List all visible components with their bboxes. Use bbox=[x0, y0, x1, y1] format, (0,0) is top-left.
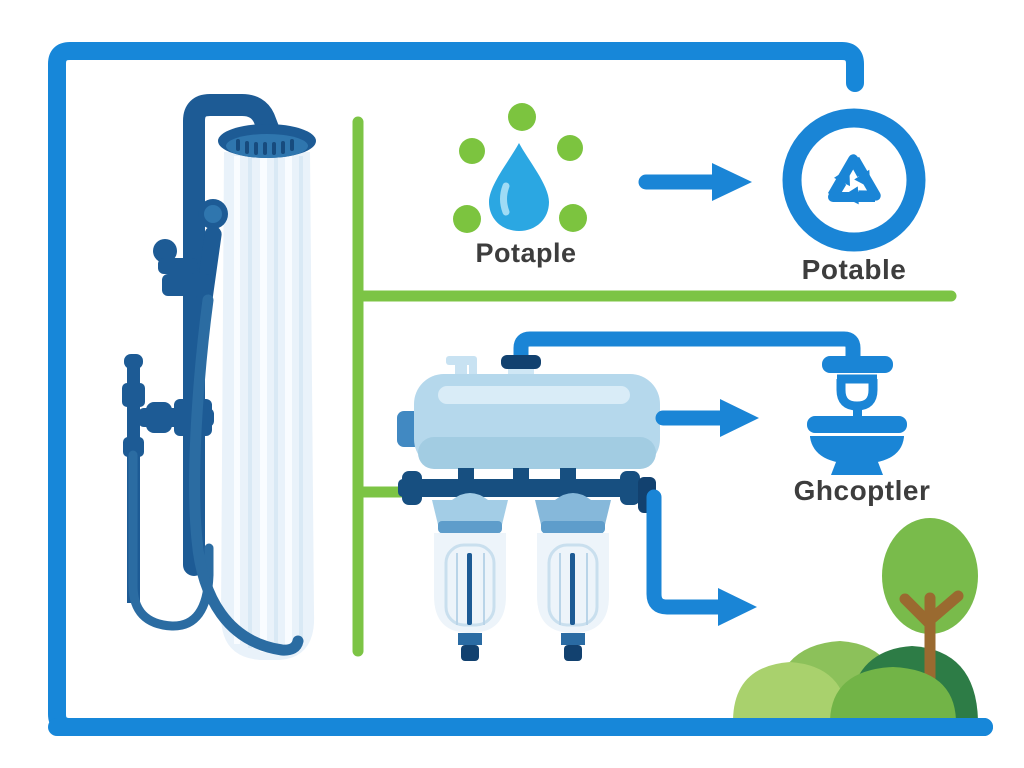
label-recycled-water: Potable bbox=[801, 254, 907, 285]
pipe-tank-to-toilet bbox=[513, 331, 861, 364]
eco-dot bbox=[508, 103, 536, 131]
garden bbox=[733, 518, 978, 720]
eco-dot bbox=[559, 204, 587, 232]
bracket-knob bbox=[153, 239, 177, 263]
left-pipe-fitting-lower bbox=[123, 437, 144, 457]
tank-bottom-shade bbox=[418, 437, 656, 469]
bush-icon bbox=[830, 667, 956, 720]
toilet-lid-bar bbox=[822, 356, 893, 373]
label-source-water: Potaple bbox=[475, 238, 577, 268]
eco-dot bbox=[557, 135, 583, 161]
toilet-stem bbox=[853, 404, 862, 420]
eco-dots bbox=[453, 103, 587, 233]
water-streaks bbox=[234, 156, 303, 652]
recycle-arrows bbox=[827, 154, 881, 205]
filter-cartridge-icon bbox=[535, 493, 611, 661]
bush-icon bbox=[733, 662, 848, 720]
toilet-foot bbox=[831, 462, 883, 475]
left-pipe-fitting-upper bbox=[122, 383, 145, 407]
bracket-bar bbox=[158, 258, 198, 274]
water-drop-icon bbox=[453, 103, 587, 233]
arrow-source-to-recycle-icon bbox=[638, 163, 752, 201]
eco-dot bbox=[453, 205, 481, 233]
toilet-bowl bbox=[810, 436, 904, 464]
hand-shower-face bbox=[204, 205, 222, 223]
shower-icon bbox=[122, 94, 316, 660]
toilet-icon bbox=[807, 356, 907, 475]
toilet-rim bbox=[807, 416, 907, 433]
arrowhead bbox=[720, 399, 759, 437]
valve-bulge bbox=[146, 402, 172, 433]
tank-cap bbox=[501, 355, 541, 369]
bracket-block bbox=[162, 274, 212, 296]
shower-riser-arm bbox=[183, 94, 280, 576]
left-pipe-knob bbox=[124, 354, 143, 369]
tree-icon bbox=[882, 518, 978, 694]
label-toilet-reuse: Ghcoptler bbox=[793, 475, 931, 506]
arrow-filter-to-garden-icon bbox=[646, 489, 757, 626]
filter-cartridge-icon bbox=[432, 493, 508, 661]
tank-highlight bbox=[438, 386, 630, 404]
arrowhead bbox=[712, 163, 752, 201]
droplet bbox=[489, 143, 549, 231]
tree-trunk bbox=[899, 590, 964, 694]
arrow-filter-to-toilet-icon bbox=[655, 399, 759, 437]
recycle-icon bbox=[782, 108, 926, 252]
droplet-highlight bbox=[500, 182, 510, 216]
hose-main bbox=[189, 294, 304, 656]
filtration-system-icon bbox=[397, 355, 660, 661]
arrowhead bbox=[718, 588, 757, 626]
recycle-arrow bbox=[842, 156, 881, 205]
shower-nozzles bbox=[236, 139, 294, 155]
eco-dot bbox=[459, 138, 485, 164]
toilet-ring bbox=[836, 374, 878, 411]
